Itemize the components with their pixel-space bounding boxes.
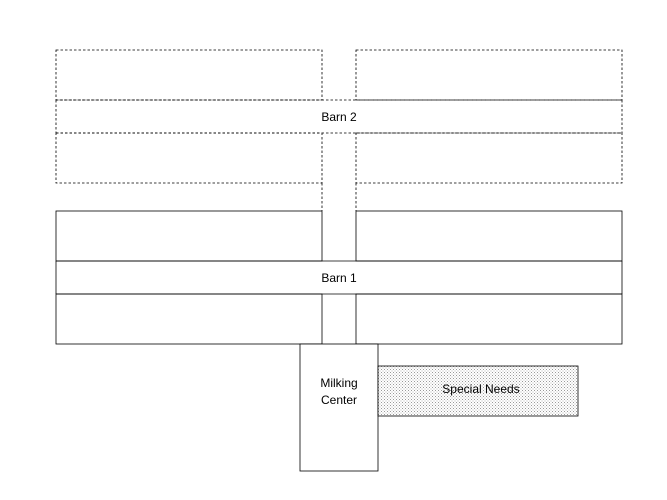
barn-2-pen-bottom-left	[55, 132, 323, 184]
barn-2-label: Barn 2	[321, 110, 357, 124]
barn-1-label: Barn 1	[321, 271, 357, 285]
barn-2-pen-top-right	[355, 49, 623, 101]
special-needs-area	[377, 365, 579, 417]
milking-center-label-line2: Center	[321, 393, 357, 407]
barn-2-pen-top-left	[55, 49, 323, 101]
special-needs-label: Special Needs	[442, 382, 519, 396]
barn-1-pen-bottom-left	[55, 293, 323, 345]
barn-1-pen-top-right	[355, 210, 623, 262]
barn-2-pen-bottom-right	[355, 132, 623, 184]
barn-2	[55, 49, 623, 211]
barn-1	[55, 210, 623, 345]
barn-1-pen-top-left	[55, 210, 323, 262]
milking-center	[299, 343, 379, 472]
milking-center-label-line1: Milking	[320, 376, 357, 390]
barn-1-pen-bottom-right	[355, 293, 623, 345]
